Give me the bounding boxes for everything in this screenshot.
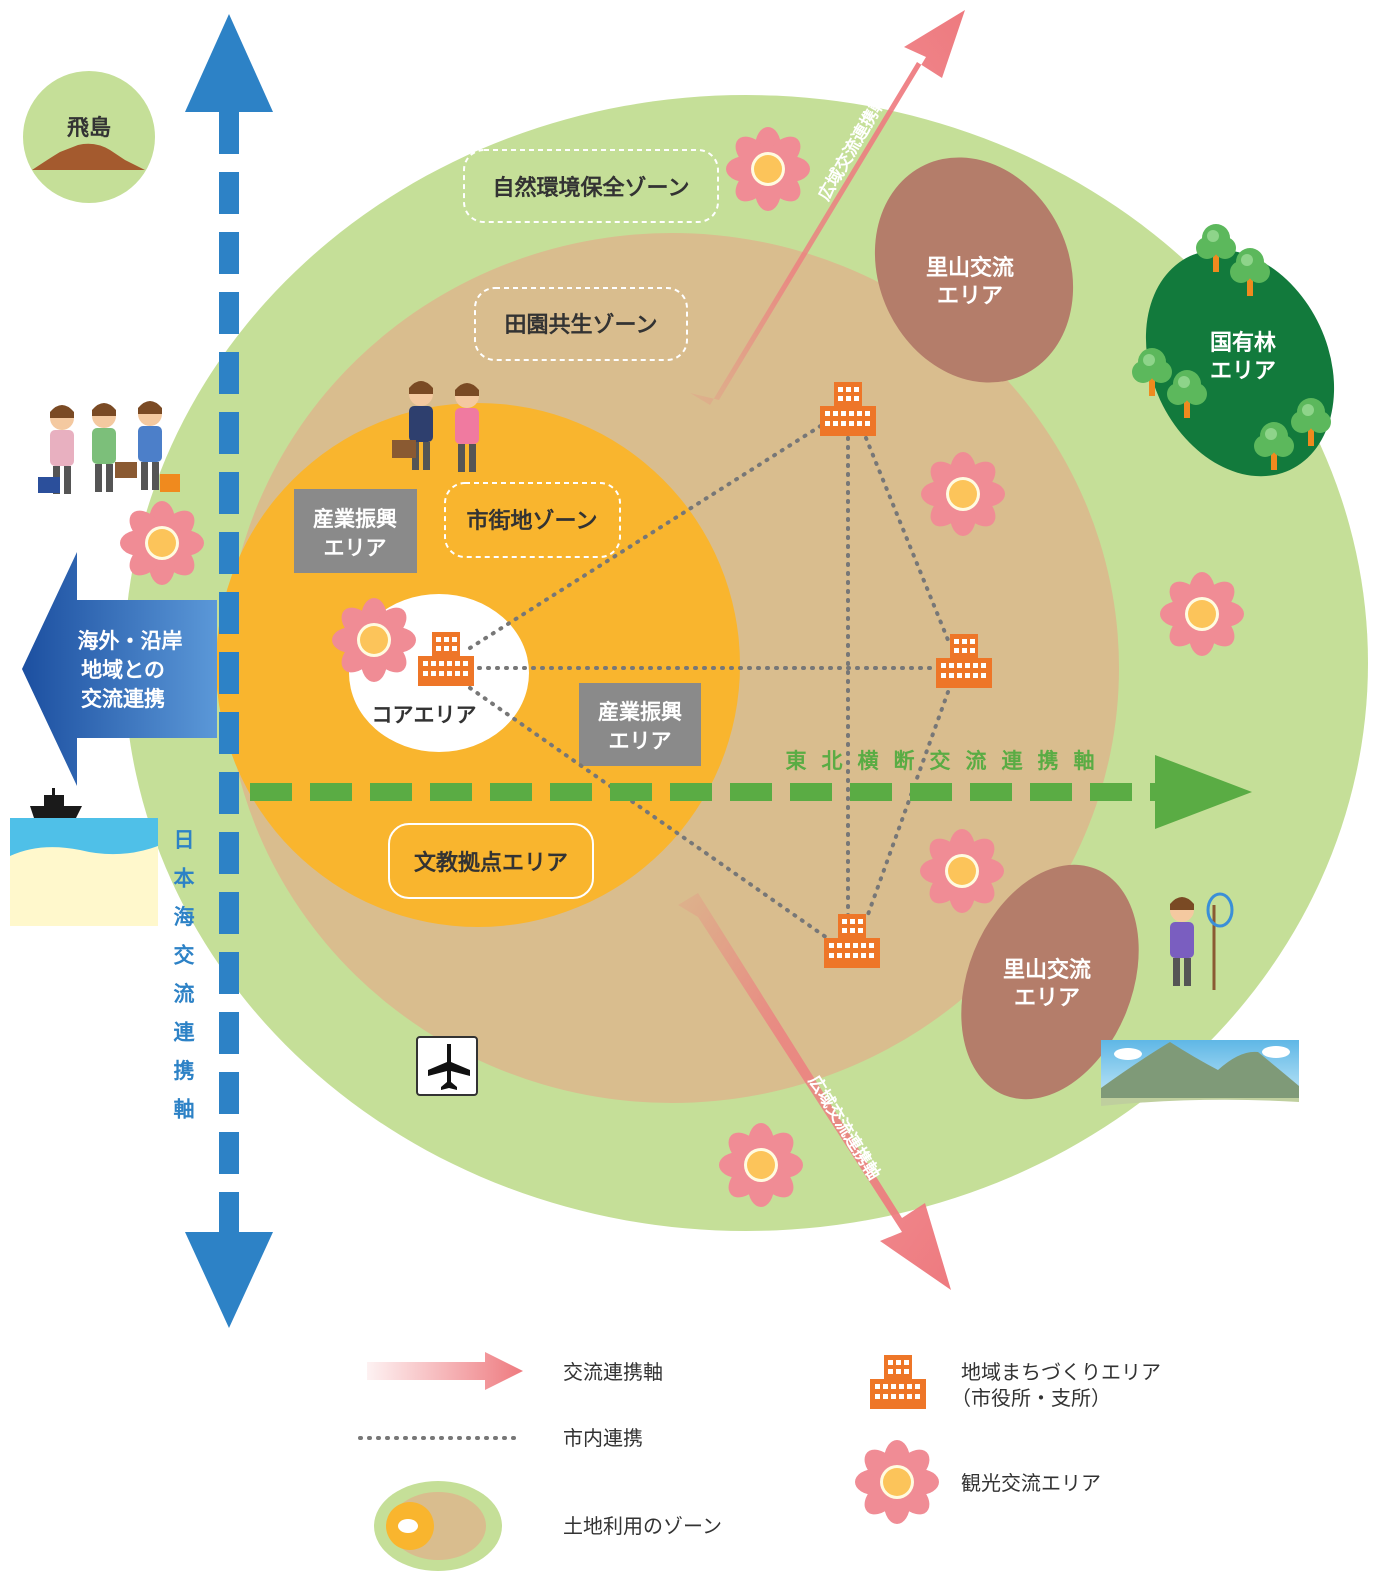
industry-area-2-label-2: エリア — [609, 729, 672, 753]
overseas-label-3: 交流連携 — [81, 687, 165, 711]
japan-sea-axis-char: 軸 — [174, 1098, 195, 1122]
legend-axis-swatch — [367, 1352, 523, 1390]
tohoku-axis-char: 携 — [1038, 749, 1059, 773]
tourists-illustration — [38, 401, 180, 494]
japan-sea-axis — [185, 14, 273, 1328]
mountain-icon — [1101, 1040, 1299, 1106]
core-area-label: コアエリア — [372, 703, 477, 727]
japan-sea-axis-char: 海 — [174, 905, 195, 929]
building-icon — [870, 1355, 926, 1409]
flower-icon — [1160, 572, 1244, 656]
legend-zone-label: 土地利用のゾーン — [563, 1514, 722, 1538]
legend-zone-swatch — [374, 1481, 502, 1571]
tohoku-axis-char: 横 — [858, 749, 879, 773]
rural-zone-label-box — [474, 287, 688, 361]
tohoku-axis-char: 断 — [894, 749, 915, 773]
sea-illustration — [10, 818, 158, 926]
flower-icon — [719, 1123, 803, 1207]
national-forest-area — [1145, 249, 1335, 477]
tohoku-axis-char: 北 — [822, 749, 843, 773]
japan-sea-axis-char: 本 — [174, 867, 195, 891]
tobishima-label: 飛島 — [67, 115, 111, 141]
tohoku-axis-char: 軸 — [1074, 749, 1095, 773]
japan-sea-axis-char: 交 — [174, 944, 195, 968]
flower-icon — [855, 1440, 939, 1524]
satoyama-area-lower — [961, 864, 1139, 1100]
ship-icon — [30, 788, 82, 818]
tohoku-axis-char: 交 — [930, 749, 951, 773]
flower-icon — [920, 829, 1004, 913]
industry-area-1-label-2: エリア — [324, 536, 387, 560]
satoyama-lower-label-2: エリア — [1014, 986, 1080, 1011]
education-area-box — [388, 823, 594, 899]
satoyama-lower-label-1: 里山交流 — [1003, 957, 1091, 983]
legend-internal-label: 市内連携 — [563, 1426, 643, 1450]
airplane-icon — [416, 1036, 478, 1096]
legend-community-label-1: 地域まちづくりエリア — [961, 1360, 1161, 1384]
industry-area-box-1 — [294, 489, 417, 573]
couple-illustration — [392, 381, 479, 472]
industry-area-box-2 — [579, 683, 701, 766]
flower-icon — [120, 501, 204, 585]
satoyama-upper-label-2: エリア — [937, 284, 1003, 309]
tohoku-axis-char: 流 — [966, 749, 987, 773]
japan-sea-axis-char: 携 — [174, 1059, 195, 1083]
internal-links — [468, 418, 950, 942]
tohoku-axis — [250, 755, 1252, 829]
flower-icon — [726, 127, 810, 211]
nature-zone-label-box — [463, 149, 719, 223]
child-illustration — [1170, 892, 1234, 990]
overseas-label-1: 海外・沿岸 — [78, 629, 183, 653]
nature-zone-label: 自然環境保全ゾーン — [493, 175, 690, 201]
satoyama-upper-label-1: 里山交流 — [926, 255, 1014, 281]
industry-area-1-label-1: 産業振興 — [313, 507, 397, 531]
urban-zone-label-box — [444, 482, 621, 558]
urban-zone-label: 市街地ゾーン — [467, 508, 598, 534]
rural-zone-label: 田園共生ゾーン — [505, 312, 658, 338]
national-forest-label-1: 国有林 — [1210, 330, 1276, 356]
satoyama-area-upper — [874, 157, 1074, 383]
flower-icon — [921, 452, 1005, 536]
island-icon — [32, 143, 145, 170]
overseas-label-2: 地域との — [81, 658, 165, 682]
japan-sea-axis-char: 日 — [174, 828, 195, 852]
industry-area-2-label-1: 産業振興 — [598, 700, 682, 724]
japan-sea-axis-char: 連 — [174, 1021, 196, 1045]
national-forest-label-2: エリア — [1210, 359, 1276, 384]
flower-icon — [332, 598, 416, 682]
legend-tourism-label: 観光交流エリア — [961, 1471, 1101, 1495]
legend: 交流連携軸 市内連携 土地利用のゾーン 地域まちづくりエリア （市役所・支所） … — [358, 1352, 1161, 1571]
legend-community-label-2: （市役所・支所） — [951, 1386, 1111, 1410]
education-area-label: 文教拠点エリア — [414, 850, 568, 876]
japan-sea-axis-char: 流 — [174, 982, 195, 1006]
overseas-arrow — [22, 552, 217, 786]
tohoku-axis-char: 連 — [1002, 749, 1024, 773]
legend-axis-label: 交流連携軸 — [563, 1360, 663, 1384]
tohoku-axis-char: 東 — [786, 749, 807, 773]
tohoku-axis-label: 東北横断交流連携軸 — [786, 749, 1095, 773]
